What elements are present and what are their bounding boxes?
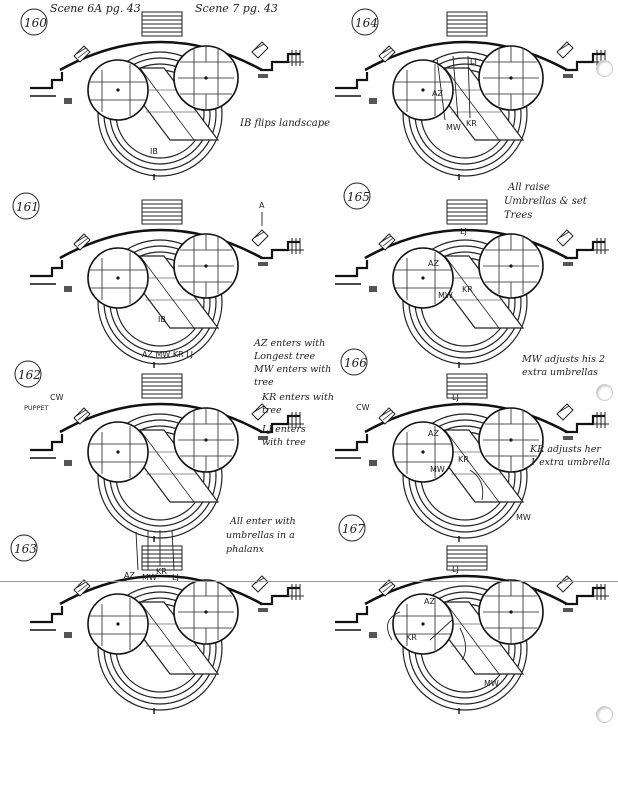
panel-note: phalanx: [226, 544, 265, 555]
actor-label: A: [259, 201, 265, 210]
panel-number: 165: [347, 190, 370, 204]
actor-label: AZ: [124, 571, 135, 580]
actor-label: MW: [142, 573, 157, 582]
binder-hole: [596, 60, 613, 77]
panel-note: Umbrellas & set: [504, 196, 588, 207]
panel-note: 1 extra umbrella: [530, 457, 611, 468]
panel-number: 167: [342, 522, 365, 536]
actor-label: LJ: [460, 227, 467, 236]
panel-number: 161: [16, 200, 39, 214]
actor-label: AZ: [428, 429, 439, 438]
panel-number: 160: [24, 16, 47, 30]
actor-label: MW: [516, 513, 531, 522]
panel-164: 164 LJ AZ MW KR: [333, 8, 611, 182]
panel-167: 167 LJ AZ KR MW: [333, 514, 611, 716]
panel-number: 163: [14, 542, 37, 556]
actor-label: MW: [430, 465, 445, 474]
actor-label: LJ: [470, 57, 477, 66]
panel-165: 165 All raise Umbrellas & set Trees LJ A…: [333, 182, 611, 370]
actor-label: KR: [466, 119, 477, 128]
panel-note: IB flips landscape: [239, 118, 330, 129]
panel-note: All enter with: [229, 516, 296, 527]
panel-note: Longest tree: [253, 351, 316, 362]
actor-label: LJ: [452, 393, 459, 402]
panel-162: 162 AZ MW KR LJ CW PUPPET AZ enters with…: [14, 338, 334, 544]
panel-note: with tree: [262, 437, 306, 448]
actor-label: AZ: [428, 259, 439, 268]
panel-note: KR enters with: [261, 392, 334, 403]
actor-label: KR: [406, 633, 417, 642]
panel-note: LJ enters: [261, 424, 306, 435]
actor-label: MW: [438, 291, 453, 300]
panel-note: extra umbrellas: [522, 367, 598, 378]
scan-fold-line: [0, 581, 618, 582]
actor-label: KR: [458, 455, 469, 464]
actor-label: AZ: [424, 597, 435, 606]
actor-label: AZ MW KR LJ: [142, 350, 193, 359]
panel-note: AZ enters with: [253, 338, 325, 349]
binder-hole: [596, 706, 613, 723]
panel-number: 166: [344, 356, 367, 370]
panel-note: umbrellas in a: [226, 530, 295, 541]
actor-label: CW: [50, 393, 64, 402]
header-left: Scene 6A pg. 43: [50, 2, 141, 15]
panel-161: 161 A IB: [12, 192, 306, 370]
panel-166: 166 MW adjusts his 2 extra umbrellas KR …: [333, 348, 611, 544]
panel-163: 163 All enter with umbrellas in a phalan…: [10, 516, 306, 716]
panel-note: All raise: [507, 182, 550, 193]
panel-note: KR adjusts her: [529, 444, 602, 455]
actor-label: PUPPET: [24, 404, 49, 412]
actor-label: LJ: [172, 573, 179, 582]
panel-note: tree: [254, 377, 274, 388]
actor-label: KR: [156, 567, 167, 576]
header-right: Scene 7 pg. 43: [195, 2, 278, 15]
panel-number: 164: [355, 16, 378, 30]
actor-label: AZ: [432, 89, 443, 98]
panel-number: 162: [18, 368, 41, 382]
actor-label: IB: [150, 147, 158, 156]
actor-label: LJ: [452, 565, 459, 574]
panel-160: 160 IB flips landscape IB: [20, 8, 330, 182]
panel-note: MW enters with: [253, 364, 331, 375]
binder-hole: [596, 384, 613, 401]
actor-label: MW: [484, 679, 499, 688]
panel-note: Trees: [504, 210, 532, 221]
actor-label: MW: [446, 123, 461, 132]
actor-label: IB: [158, 315, 166, 324]
panel-note: MW adjusts his 2: [521, 354, 605, 365]
actor-label: CW: [356, 403, 370, 412]
panel-note: tree: [262, 405, 282, 416]
actor-label: KR: [462, 285, 473, 294]
